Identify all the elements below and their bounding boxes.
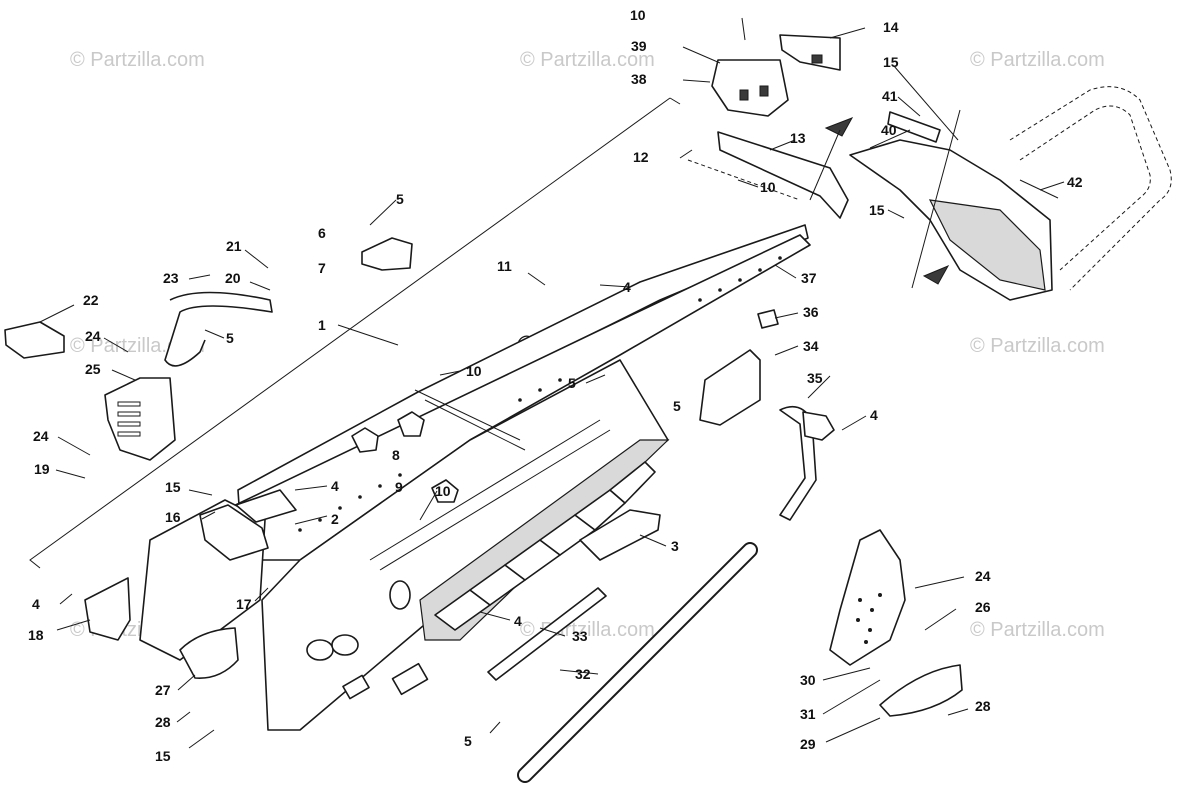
part-18-bracket	[84, 577, 131, 641]
callout-label: 27	[155, 682, 171, 698]
callout-label: 20	[225, 270, 241, 286]
part-13-rear-bracket	[687, 131, 849, 219]
part-42-strap	[1019, 179, 1059, 199]
callout-label: 21	[226, 238, 242, 254]
part-2-plate	[235, 489, 297, 523]
part-36-clip	[757, 309, 779, 329]
part-14-cap	[779, 34, 841, 71]
part-20-hook	[164, 291, 273, 367]
callout-label: 4	[514, 613, 522, 629]
callout-label: 26	[975, 599, 991, 615]
callout-label: 10	[466, 363, 482, 379]
part-8-9-washers	[351, 411, 459, 503]
callout-label: 14	[883, 19, 899, 35]
callout-label: 5	[568, 375, 576, 391]
callout-label: 5	[396, 191, 404, 207]
callout-label: 42	[1067, 174, 1083, 190]
callout-label: 1	[318, 317, 326, 333]
callout-label: 29	[800, 736, 816, 752]
callout-label: 18	[28, 627, 44, 643]
callout-label: 28	[975, 698, 991, 714]
part-32-rod	[517, 542, 758, 783]
callout-label: 30	[800, 672, 816, 688]
callout-labels: 1 2 3 4 4 4 4 4 5 5 5 5 5 6 7 8 9 10 10 …	[28, 7, 1083, 764]
callout-label: 25	[85, 361, 101, 377]
part-41-decal	[887, 111, 941, 143]
callout-label: 36	[803, 304, 819, 320]
callout-label: 15	[165, 479, 181, 495]
callout-label: 15	[155, 748, 171, 764]
callout-label: 33	[572, 628, 588, 644]
callout-label: 35	[807, 370, 823, 386]
callout-label: 17	[236, 596, 252, 612]
watermark-text: © Partzilla.com	[520, 49, 655, 71]
side-panel-holes	[306, 580, 429, 700]
arrow-marker	[824, 117, 854, 137]
callout-label: 23	[163, 270, 179, 286]
callout-label: 9	[395, 479, 403, 495]
callout-label: 40	[881, 122, 897, 138]
callout-label: 34	[803, 338, 819, 354]
part-30-footrest-plate	[829, 529, 906, 666]
callout-label: 32	[575, 666, 591, 682]
callout-label: 24	[33, 428, 49, 444]
callout-label: 13	[790, 130, 806, 146]
callout-label: 41	[882, 88, 898, 104]
callout-label: 4	[623, 279, 631, 295]
rivet-holes	[298, 256, 782, 532]
callout-label: 8	[392, 447, 400, 463]
callout-label: 11	[497, 258, 512, 274]
callout-label: 4	[870, 407, 878, 423]
rear-bumper-outline	[1009, 86, 1172, 291]
callout-label: 5	[226, 330, 234, 346]
part-33-bar	[487, 587, 607, 681]
callout-leaders	[39, 17, 1065, 749]
part-35-strap	[779, 405, 835, 521]
part-22-cover	[4, 321, 65, 359]
callout-label: 5	[464, 733, 472, 749]
watermark-text: © Partzilla.com	[970, 619, 1105, 641]
callout-label: 3	[671, 538, 679, 554]
callout-label: 4	[331, 478, 339, 494]
part-39-bracket	[711, 59, 789, 117]
part-34-bracket	[699, 349, 761, 426]
callout-label: 2	[331, 511, 339, 527]
callout-label: 15	[883, 54, 899, 70]
callout-label: 5	[673, 398, 681, 414]
callout-label: 37	[801, 270, 817, 286]
callout-label: 10	[630, 7, 646, 23]
callout-label: 10	[760, 179, 776, 195]
callout-label: 28	[155, 714, 171, 730]
callout-label: 22	[83, 292, 99, 308]
part-3-bracket	[579, 509, 661, 561]
chassis-tunnel	[139, 224, 811, 731]
watermark-text: © Partzilla.com	[970, 49, 1105, 71]
callout-label: 19	[34, 461, 50, 477]
running-board-cutouts	[434, 461, 656, 631]
callout-label: 15	[869, 202, 885, 218]
callout-label: 24	[85, 328, 101, 344]
part-27-footrest	[179, 627, 239, 679]
watermark-text: © Partzilla.com	[970, 335, 1105, 357]
tunnel-outline-lines	[29, 97, 681, 569]
callout-label: 4	[32, 596, 40, 612]
callout-label: 16	[165, 509, 181, 525]
part-25-heat-exchanger-shield	[104, 377, 176, 461]
callout-label: 10	[435, 483, 451, 499]
part-40-rear-flap	[849, 139, 1053, 301]
callout-label: 7	[318, 260, 326, 276]
callout-label: 6	[318, 225, 326, 241]
callout-label: 31	[800, 706, 816, 722]
callout-label: 12	[633, 149, 649, 165]
callout-label: 38	[631, 71, 647, 87]
watermark-text: © Partzilla.com	[70, 49, 205, 71]
part-16-bracket	[199, 504, 269, 561]
callout-label: 24	[975, 568, 991, 584]
part-7-mount	[361, 237, 413, 271]
arrow-marker	[922, 264, 950, 285]
part-29-footrest	[879, 664, 963, 717]
callout-label: 39	[631, 38, 647, 54]
